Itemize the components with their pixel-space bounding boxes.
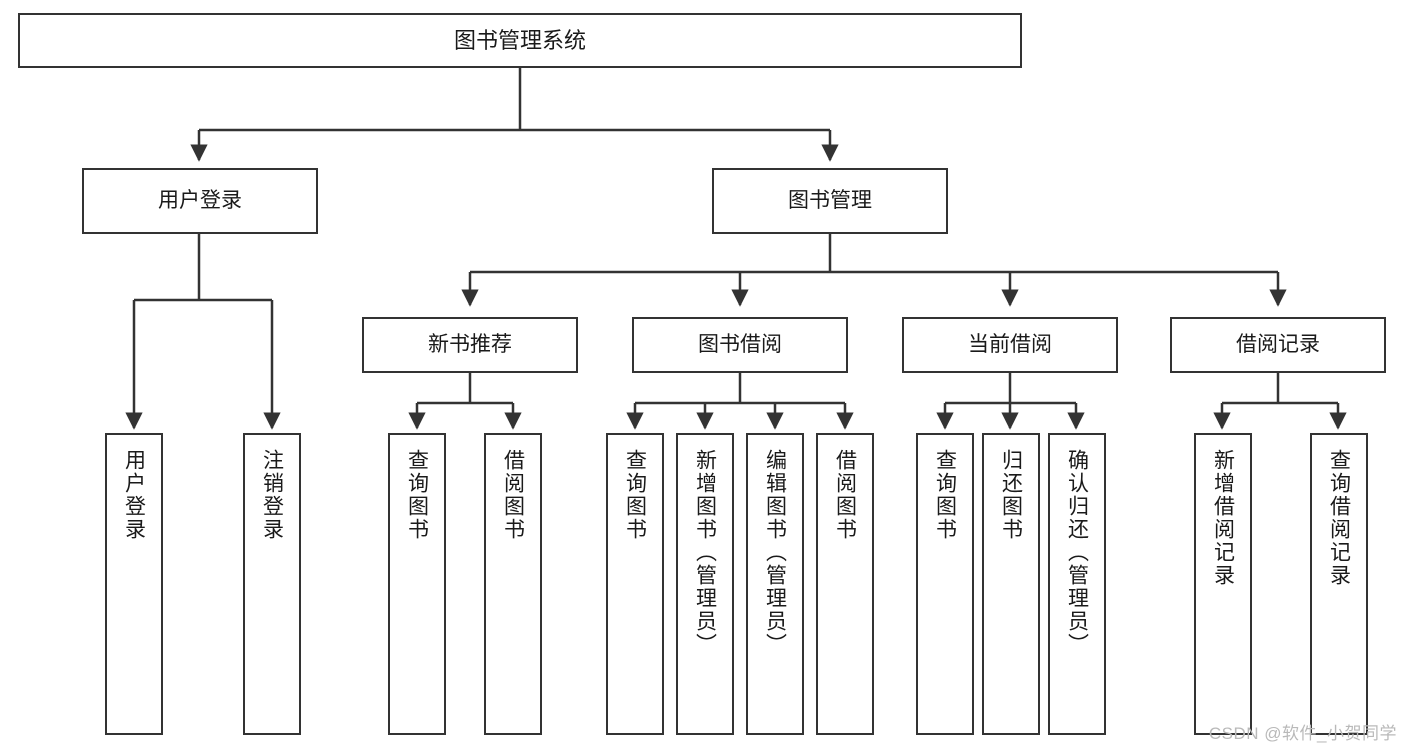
node-user-login[interactable]: 用户登录 [82, 168, 318, 234]
node-user-login-label: 用户登录 [158, 188, 242, 212]
leaf-current-return-book-label: 归还图书 [999, 449, 1023, 541]
node-borrow-records[interactable]: 借阅记录 [1170, 317, 1386, 373]
node-book-management-label: 图书管理 [788, 188, 872, 212]
node-book-management[interactable]: 图书管理 [712, 168, 948, 234]
leaf-records-add[interactable]: 新增借阅记录 [1194, 433, 1252, 735]
leaf-current-query-book[interactable]: 查询图书 [916, 433, 974, 735]
node-borrow-records-label: 借阅记录 [1236, 332, 1320, 356]
leaf-new-book-query-label: 查询图书 [405, 449, 429, 541]
leaf-borrow-edit-book-label: 编辑图书（管理员） [763, 449, 787, 656]
watermark: CSDN @软件_小贺同学 [1208, 724, 1397, 743]
node-root-label: 图书管理系统 [453, 27, 586, 53]
leaf-current-confirm-return[interactable]: 确认归还（管理员） [1048, 433, 1106, 735]
leaf-borrow-add-book[interactable]: 新增图书（管理员） [676, 433, 734, 735]
leaf-new-book-query[interactable]: 查询图书 [388, 433, 446, 735]
leaf-records-add-label: 新增借阅记录 [1211, 449, 1235, 587]
node-book-borrow-label: 图书借阅 [698, 332, 782, 356]
leaf-borrow-borrow-book-label: 借阅图书 [833, 449, 857, 541]
leaf-borrow-edit-book[interactable]: 编辑图书（管理员） [746, 433, 804, 735]
leaf-borrow-query-book[interactable]: 查询图书 [606, 433, 664, 735]
leaf-records-query[interactable]: 查询借阅记录 [1310, 433, 1368, 735]
node-root[interactable]: 图书管理系统 [18, 13, 1022, 68]
node-current-borrow-label: 当前借阅 [968, 332, 1052, 356]
leaf-borrow-add-book-label: 新增图书（管理员） [693, 449, 717, 656]
leaf-user-login-signin[interactable]: 用户登录 [105, 433, 163, 735]
leaf-user-login-signout[interactable]: 注销登录 [243, 433, 301, 735]
leaf-new-book-borrow-label: 借阅图书 [501, 449, 525, 541]
leaf-current-confirm-return-label: 确认归还（管理员） [1065, 449, 1089, 656]
leaf-user-login-signin-label: 用户登录 [122, 449, 146, 541]
node-current-borrow[interactable]: 当前借阅 [902, 317, 1118, 373]
node-new-book-recommend-label: 新书推荐 [428, 332, 512, 356]
node-book-borrow[interactable]: 图书借阅 [632, 317, 848, 373]
leaf-borrow-query-book-label: 查询图书 [623, 449, 647, 541]
leaf-borrow-borrow-book[interactable]: 借阅图书 [816, 433, 874, 735]
leaf-current-return-book[interactable]: 归还图书 [982, 433, 1040, 735]
node-new-book-recommend[interactable]: 新书推荐 [362, 317, 578, 373]
leaf-records-query-label: 查询借阅记录 [1327, 449, 1351, 587]
leaf-current-query-book-label: 查询图书 [933, 449, 957, 541]
leaf-new-book-borrow[interactable]: 借阅图书 [484, 433, 542, 735]
leaf-user-login-signout-label: 注销登录 [260, 449, 284, 541]
